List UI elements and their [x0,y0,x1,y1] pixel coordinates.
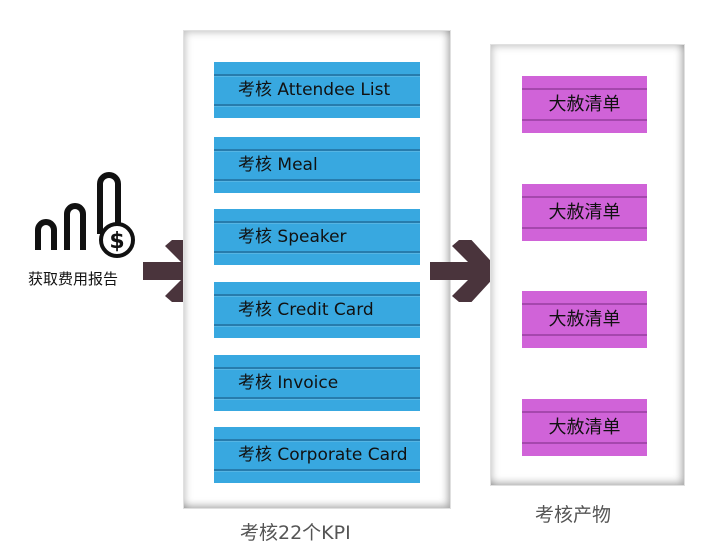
kpi-item-label: 考核 Speaker [238,227,347,247]
kpi-item-label: 考核 Meal [238,155,318,175]
output-item-label: 大赦清单 [548,417,621,438]
expense-report-chart-dollar-icon: $ [35,172,135,258]
kpi-item-meal: 考核 Meal [214,137,420,193]
kpi-item-label: 考核 Invoice [238,373,339,393]
output-item: 大赦清单 [522,399,647,456]
svg-text:$: $ [109,229,124,254]
kpi-item-label: 考核 Corporate Card [238,445,408,465]
output-item: 大赦清单 [522,76,647,133]
kpi-item-speaker: 考核 Speaker [214,209,420,265]
kpi-item-corporate-card: 考核 Corporate Card [214,427,420,483]
kpi-item-label: 考核 Attendee List [238,80,391,100]
kpi-item-invoice: 考核 Invoice [214,355,420,411]
output-panel-caption: 考核产物 [535,504,612,526]
output-item-label: 大赦清单 [548,94,621,115]
kpi-panel-caption: 考核22个KPI [240,522,351,544]
arrow-right-icon [430,240,500,302]
output-item: 大赦清单 [522,291,647,348]
kpi-item-label: 考核 Credit Card [238,300,374,320]
output-item-label: 大赦清单 [548,202,621,223]
source-label: 获取费用报告 [28,270,119,288]
output-item: 大赦清单 [522,184,647,241]
output-item-label: 大赦清单 [548,309,621,330]
kpi-item-attendee-list: 考核 Attendee List [214,62,420,118]
kpi-item-credit-card: 考核 Credit Card [214,282,420,338]
